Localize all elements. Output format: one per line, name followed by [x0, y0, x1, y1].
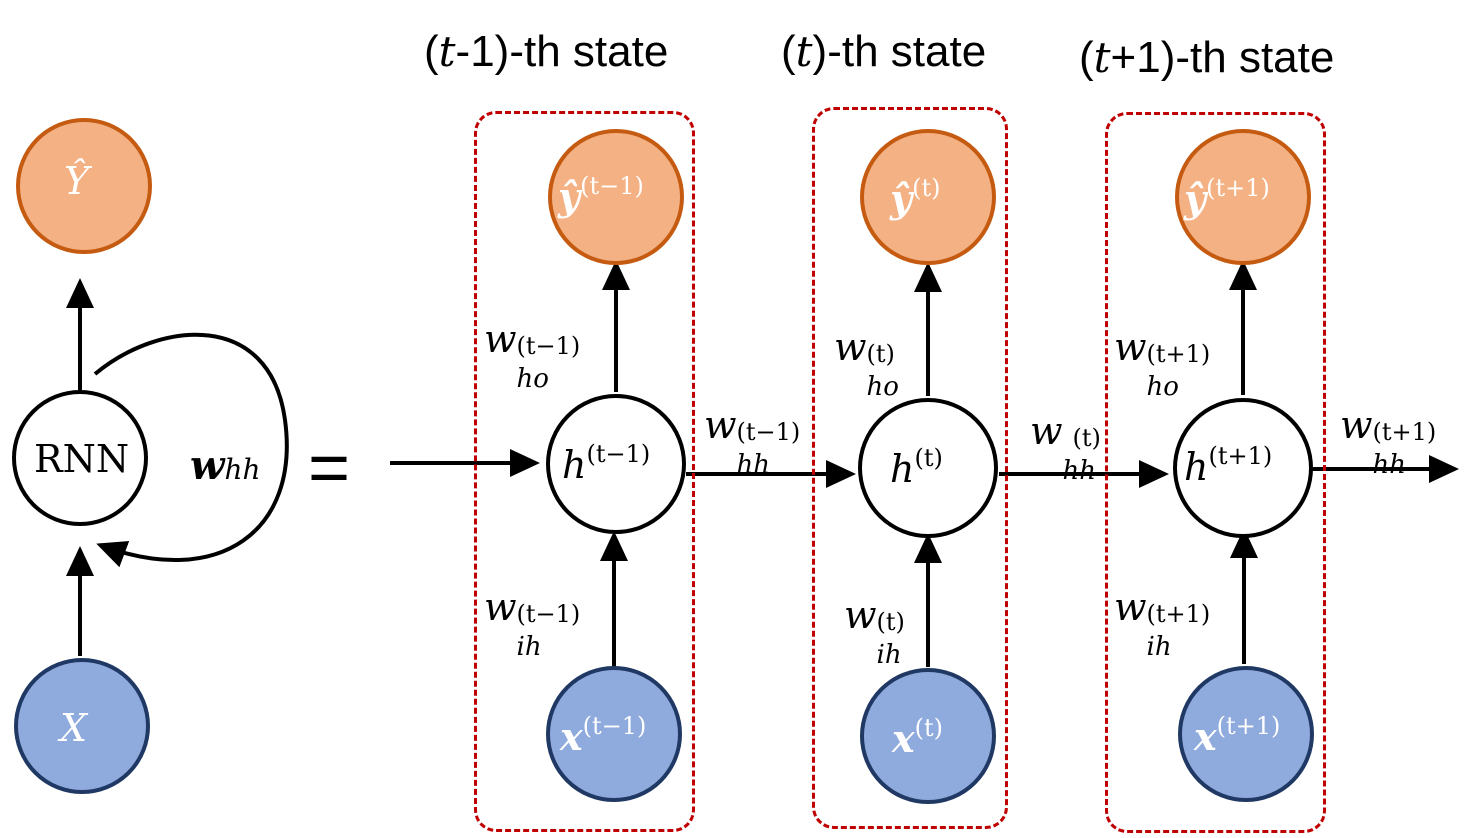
step3-wih-weight: w(t+1)ih [1114, 585, 1211, 662]
step2-input-label: x(t) [892, 714, 944, 761]
step2-wih-weight: w(t)ih [844, 593, 905, 670]
step1-hidden-node [546, 394, 686, 534]
folded-rnn-node [12, 390, 148, 526]
step1-wih-weight: w(t−1)ih [484, 585, 581, 662]
step1-input-node [546, 666, 682, 802]
header-step3: (t+1)-th state [1079, 33, 1335, 82]
step2-hidden-node [858, 398, 998, 538]
folded-loop-weight: whh [190, 442, 261, 489]
step2-state-box [812, 107, 1008, 829]
folded-input-label: X [60, 706, 88, 750]
step1-output-node [548, 129, 684, 265]
step3-hidden-node [1173, 398, 1313, 538]
folded-recurrent-loop-arrow [93, 332, 289, 568]
step1-whh-weight: w(t−1)hh [704, 403, 801, 480]
folded-output-node [16, 118, 152, 254]
header-step2: (t)-th state [781, 27, 987, 76]
step2-output-node [860, 129, 996, 265]
step3-input-label: x(t+1) [1194, 712, 1281, 759]
step3-output-label: ŷ(t+1) [1184, 174, 1270, 221]
step2-output-label: ŷ(t) [890, 174, 941, 221]
step3-output-node [1175, 129, 1311, 265]
step2-hidden-label: h(t) [890, 444, 943, 491]
step1-hidden-label: h(t−1) [562, 440, 651, 487]
header-step1: (t-1)-th state [424, 27, 669, 76]
step1-input-label: x(t−1) [560, 712, 647, 759]
folded-rnn-label: RNN [34, 437, 130, 481]
folded-output-label: Ŷ [64, 159, 90, 203]
step3-state-box [1105, 112, 1326, 833]
folded-input-node [14, 658, 150, 794]
step2-whh-weight: w(t)hh [1030, 409, 1101, 486]
step3-who-weight: w(t+1)ho [1114, 325, 1211, 402]
step3-whh-weight: w(t+1)hh [1340, 403, 1437, 480]
step1-who-weight: w(t−1)ho [484, 317, 581, 394]
step3-hidden-label: h(t+1) [1184, 442, 1273, 489]
equals-sign: = [308, 428, 351, 508]
step2-input-node [860, 668, 996, 804]
step2-who-weight: w(t)ho [834, 325, 899, 402]
step3-input-node [1178, 666, 1314, 802]
step1-state-box [474, 111, 695, 832]
step1-output-label: ŷ(t−1) [558, 172, 644, 219]
